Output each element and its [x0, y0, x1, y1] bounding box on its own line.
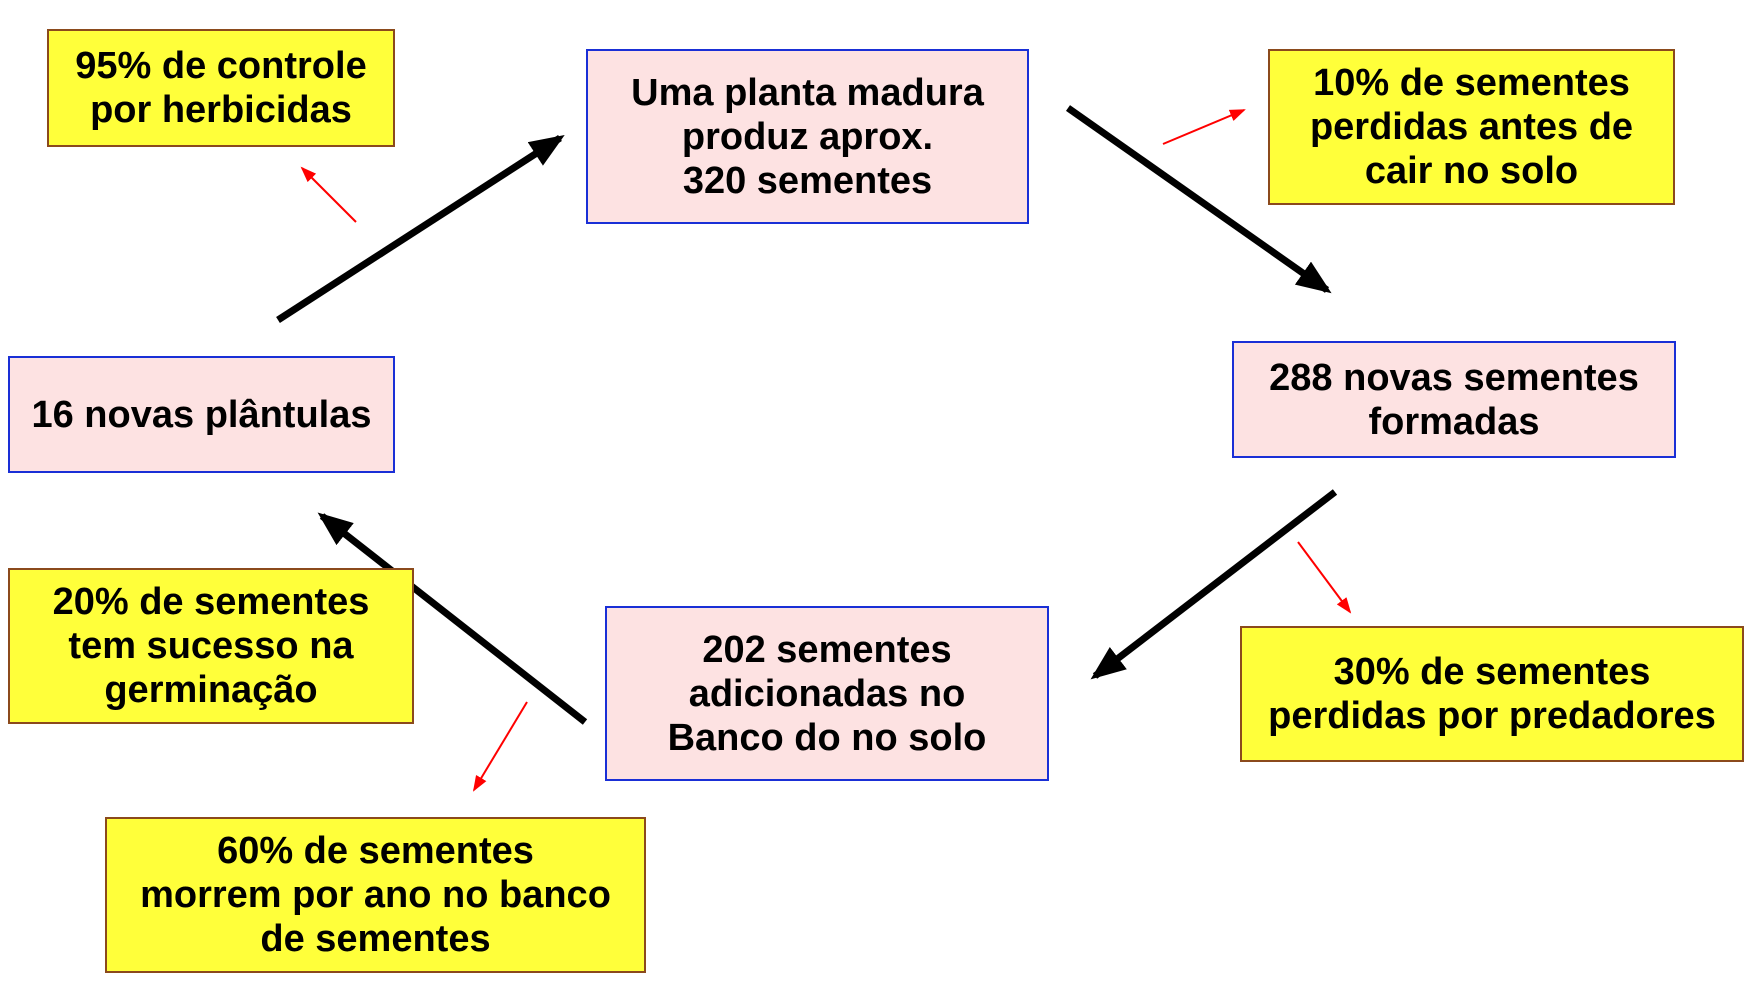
- loss-predators: 30% de sementes perdidas por predadores: [1240, 626, 1744, 762]
- arrow-to-pre-fall-loss: [1162, 109, 1246, 145]
- arrow-bank-to-seedlings: [317, 512, 588, 725]
- stage-new-seeds: 288 novas sementes formadas: [1232, 341, 1676, 458]
- arrow-plant-to-new-seeds: [1065, 105, 1332, 294]
- loss-bank-mortality: 60% de sementes morrem por ano no banco …: [105, 817, 646, 973]
- arrow-to-predators-loss: [1297, 541, 1352, 614]
- loss-pre-fall: 10% de sementes perdidas antes de cair n…: [1268, 49, 1675, 205]
- arrow-seedlings-to-plant: [276, 134, 565, 323]
- stage-mature-plant: Uma planta madura produz aprox. 320 seme…: [586, 49, 1029, 224]
- stage-seed-bank: 202 sementes adicionadas no Banco do no …: [605, 606, 1049, 781]
- stage-seedlings: 16 novas plântulas: [8, 356, 395, 473]
- arrow-to-herbicide-loss: [300, 166, 357, 223]
- loss-herbicide: 95% de controle por herbicidas: [47, 29, 395, 147]
- arrow-new-seeds-to-bank: [1090, 489, 1338, 680]
- loss-germination: 20% de sementes tem sucesso na germinaçã…: [8, 568, 414, 724]
- arrow-to-bank-mortality-loss: [472, 701, 528, 792]
